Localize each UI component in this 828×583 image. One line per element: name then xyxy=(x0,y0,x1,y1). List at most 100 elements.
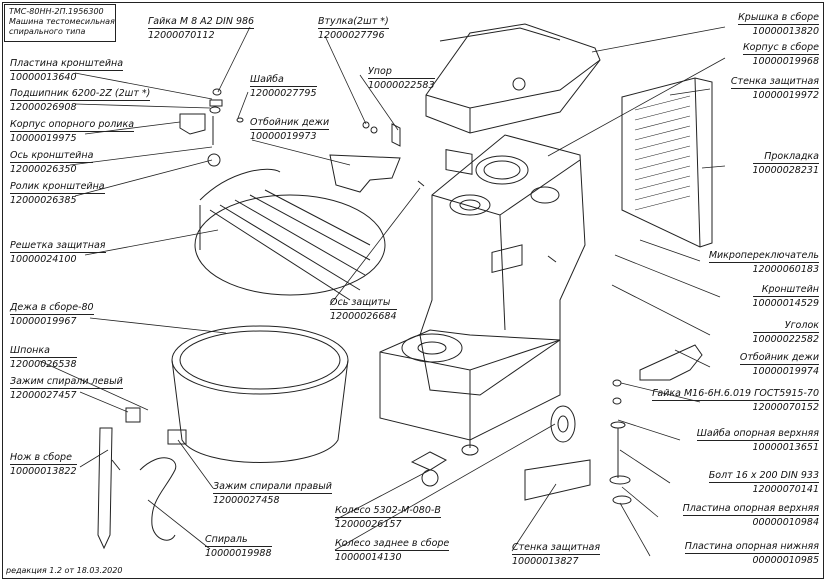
part-code: 12000070141 xyxy=(708,482,819,495)
part-name: Болт 16 x 200 DIN 933 xyxy=(708,470,819,481)
bowl-drawing xyxy=(171,325,349,463)
part-name: Корпус в сборе xyxy=(742,42,819,53)
part-name: Упор xyxy=(368,66,392,77)
title-type: спирального типа xyxy=(9,27,86,36)
part-name: Микропереключатель xyxy=(708,250,819,261)
part-name: Шайба опорная верхняя xyxy=(696,428,819,439)
part-code: 10000013822 xyxy=(10,464,77,477)
part-name: Решетка защитная xyxy=(10,240,106,251)
part-code: 10000019988 xyxy=(205,546,272,559)
title-code: ТМС-80НН-2П.1956300 xyxy=(9,7,104,16)
deflector-left-drawing xyxy=(329,154,401,193)
part-code: 00000010985 xyxy=(684,553,819,566)
part-name: Шпонка xyxy=(10,345,50,356)
part-code: 12000026385 xyxy=(10,193,105,206)
part-code: 10000013640 xyxy=(10,70,124,83)
part-name: Нож в сборе xyxy=(10,452,72,463)
part-code: 12000070112 xyxy=(148,28,255,41)
part-name: Стенка защитная xyxy=(512,542,601,553)
wheels-drawing xyxy=(410,405,576,487)
protective-panel-drawing xyxy=(621,77,713,248)
part-name: Спираль xyxy=(205,534,248,545)
part-code: 10000019967 xyxy=(10,314,94,327)
part-code: 10000013651 xyxy=(696,440,819,453)
part-code: 10000022583 xyxy=(368,78,435,91)
part-code: 10000019974 xyxy=(739,364,819,377)
support-stack-drawing xyxy=(609,379,632,505)
leader-lines xyxy=(39,26,726,557)
part-code: 10000013820 xyxy=(738,24,819,37)
part-name: Пластина опорная верхняя xyxy=(682,503,819,514)
part-callout: Подшипник 6200-2Z (2шт *)12000026908 xyxy=(10,88,151,113)
part-name: Корпус опорного ролика xyxy=(10,119,135,130)
part-name: Стенка защитная xyxy=(730,76,819,87)
roller-bracket-parts-drawing xyxy=(179,88,244,167)
part-name: Ось защиты xyxy=(330,297,391,308)
part-name: Зажим спирали правый xyxy=(213,481,332,492)
part-name: Втулка(2шт *) xyxy=(318,16,389,27)
part-name: Прокладка xyxy=(764,151,819,162)
part-callout: Втулка(2шт *)12000027796 xyxy=(318,16,389,41)
part-name: Отбойник дежи xyxy=(250,117,330,128)
part-name: Кронштейн xyxy=(761,284,819,295)
protective-grid-drawing xyxy=(194,168,386,301)
part-code: 10000019968 xyxy=(742,54,819,67)
part-code: 12000027796 xyxy=(318,28,389,41)
part-name: Пластина опорная нижняя xyxy=(684,541,819,552)
part-name: Крышка в сборе xyxy=(738,12,819,23)
rear-guard-plate-drawing xyxy=(524,459,591,501)
part-code: 12000027795 xyxy=(250,86,317,99)
part-code: 10000014529 xyxy=(752,296,819,309)
housing-drawing xyxy=(379,134,586,441)
title-name: Машина тестомесильная xyxy=(9,17,115,26)
part-code: 12000026350 xyxy=(10,162,94,175)
part-name: Дежа в сборе-80 xyxy=(10,302,94,313)
part-code: 12000027458 xyxy=(213,493,332,506)
knife-drawing xyxy=(97,427,121,550)
part-code: 12000070152 xyxy=(652,400,819,413)
part-name: Гайка M16-6H.6.019 ГОСТ5915-70 xyxy=(652,388,819,399)
part-name: Зажим спирали левый xyxy=(10,376,123,387)
title-block: ТМС-80НН-2П.1956300 Машина тестомесильна… xyxy=(4,4,116,42)
part-code: 12000027457 xyxy=(10,388,123,401)
part-name: Ось кронштейна xyxy=(10,150,94,161)
part-name: Шайба xyxy=(250,74,284,85)
part-code: 10000014130 xyxy=(335,550,450,563)
part-code: 12000060183 xyxy=(708,262,819,275)
spiral-drawing xyxy=(139,457,177,541)
part-code: 10000019972 xyxy=(730,88,819,101)
part-code: 12000026157 xyxy=(335,517,441,530)
part-code: 12000026908 xyxy=(10,100,151,113)
part-name: Отбойник дежи xyxy=(739,352,819,363)
part-code: 10000022582 xyxy=(752,332,819,345)
part-code: 00000010984 xyxy=(682,515,819,528)
